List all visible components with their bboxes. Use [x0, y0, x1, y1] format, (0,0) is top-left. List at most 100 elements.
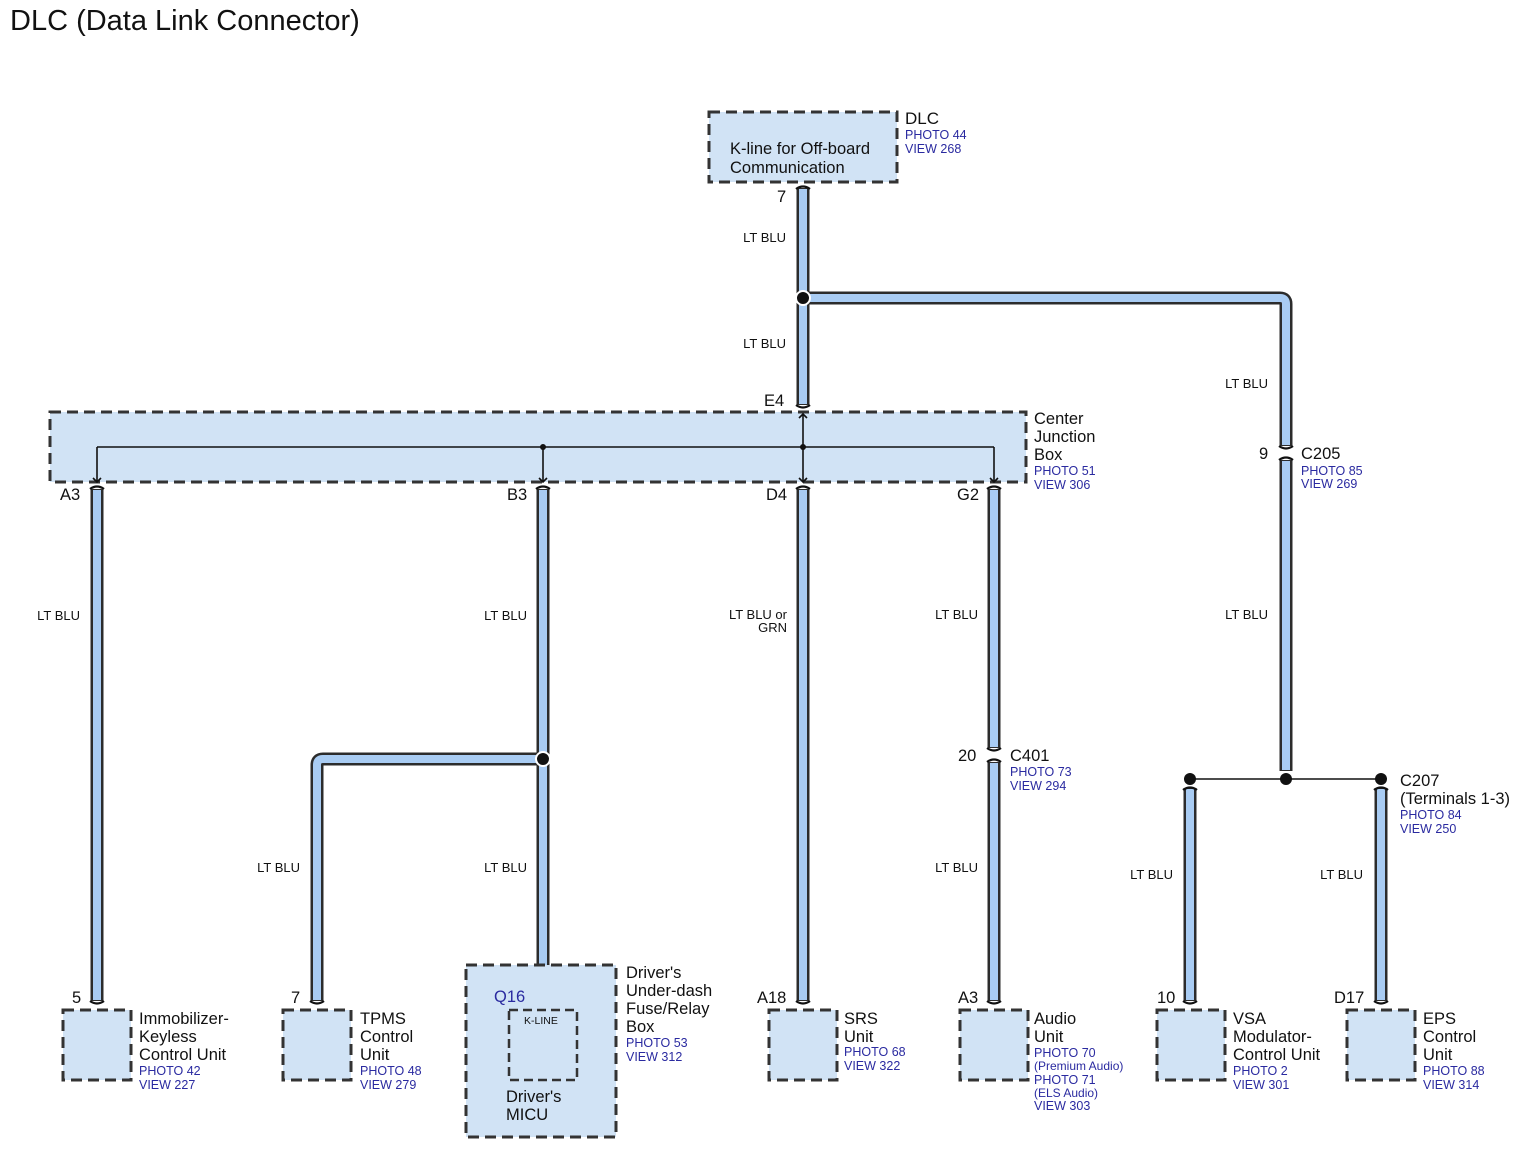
- tpms-box: [281, 1008, 353, 1082]
- component-terminals: [89, 1000, 1389, 1005]
- c401-connector: [986, 747, 1002, 763]
- vsa-label-line3: Control Unit: [1233, 1046, 1321, 1064]
- audio-view-ref: VIEW 303: [1034, 1099, 1090, 1113]
- micu-connector-box: [507, 1008, 579, 1082]
- tpms-label-line3: Unit: [360, 1046, 390, 1064]
- cjb-label-line1: Center: [1034, 410, 1084, 428]
- tpms-view-ref: VIEW 279: [360, 1078, 416, 1092]
- cjb-label-line3: Box: [1034, 446, 1063, 464]
- dlc-photo-ref: PHOTO 44: [905, 128, 967, 142]
- immobilizer-pin: 5: [72, 989, 81, 1007]
- srs-label-line2: Unit: [844, 1028, 874, 1046]
- eps-box: [1345, 1008, 1417, 1082]
- immobilizer-label-line2: Keyless: [139, 1028, 197, 1046]
- vsa-view-ref: VIEW 301: [1233, 1078, 1289, 1092]
- tpms-pin: 7: [291, 989, 300, 1007]
- c401-name: C401: [1010, 747, 1049, 765]
- splice-dot-top: [795, 290, 811, 306]
- c207-photo-ref: PHOTO 84: [1400, 808, 1462, 822]
- wire-label: LT BLU: [1130, 867, 1173, 882]
- audio-note-2: (ELS Audio): [1034, 1086, 1098, 1100]
- eps-label-line1: EPS: [1423, 1010, 1456, 1028]
- fuse-relay-box: [464, 963, 618, 1139]
- wire-label: LT BLU: [1225, 376, 1268, 391]
- vsa-photo-ref: PHOTO 2: [1233, 1064, 1288, 1078]
- wire-label: LT BLU: [743, 336, 786, 351]
- c401-view-ref: VIEW 294: [1010, 779, 1066, 793]
- vsa-label-line1: VSA: [1233, 1010, 1266, 1028]
- fuse-box-photo-ref: PHOTO 53: [626, 1036, 688, 1050]
- tpms-photo-ref: PHOTO 48: [360, 1064, 422, 1078]
- cjb-pin-e4: E4: [764, 392, 784, 410]
- srs-box: [767, 1008, 839, 1082]
- c205-pin: 9: [1259, 445, 1268, 463]
- audio-box: [958, 1008, 1030, 1082]
- cjb-pin-g2: G2: [957, 486, 979, 504]
- dlc-pin: 7: [777, 188, 786, 206]
- eps-label-line2: Control: [1423, 1028, 1476, 1046]
- immobilizer-box: [61, 1008, 133, 1082]
- srs-photo-ref: PHOTO 68: [844, 1045, 906, 1059]
- c207-junction: [1182, 773, 1389, 791]
- wire-label: LT BLU: [484, 860, 527, 875]
- wire-label: LT BLU: [1225, 607, 1268, 622]
- wire-label: LT BLU: [935, 607, 978, 622]
- wire-label: LT BLU: [1320, 867, 1363, 882]
- vsa-box: [1155, 1008, 1227, 1082]
- c205-photo-ref: PHOTO 85: [1301, 464, 1363, 478]
- audio-pin: A3: [958, 989, 978, 1007]
- micu-label-line1: Driver's: [506, 1088, 561, 1106]
- fuse-box-pin: Q16: [494, 988, 525, 1006]
- audio-label-line1: Audio: [1034, 1010, 1076, 1028]
- audio-photo-ref-2: PHOTO 71: [1034, 1073, 1096, 1087]
- wire-label: LT BLU: [257, 860, 300, 875]
- cjb-pin-b3: B3: [507, 486, 527, 504]
- tpms-label-line1: TPMS: [360, 1010, 406, 1028]
- c205-view-ref: VIEW 269: [1301, 477, 1357, 491]
- dlc-label-line1: K-line for Off-board: [730, 140, 870, 158]
- kline-label: K-LINE: [524, 1015, 558, 1027]
- cjb-label-line2: Junction: [1034, 428, 1095, 446]
- eps-label-line3: Unit: [1423, 1046, 1453, 1064]
- c207-name: C207: [1400, 772, 1439, 790]
- srs-pin: A18: [757, 989, 786, 1007]
- vsa-pin: 10: [1157, 989, 1175, 1007]
- dlc-terminal: [795, 185, 811, 190]
- c401-photo-ref: PHOTO 73: [1010, 765, 1072, 779]
- immobilizer-photo-ref: PHOTO 42: [139, 1064, 201, 1078]
- fuse-box-label-line2: Under-dash: [626, 982, 712, 1000]
- wire-fills: [93, 189, 1385, 1000]
- fuse-box-label-line1: Driver's: [626, 964, 681, 982]
- srs-view-ref: VIEW 322: [844, 1059, 900, 1073]
- fuse-box-label-line4: Box: [626, 1018, 655, 1036]
- cjb-terminals: [89, 404, 1002, 490]
- fuse-box-view-ref: VIEW 312: [626, 1050, 682, 1064]
- audio-photo-ref-1: PHOTO 70: [1034, 1046, 1096, 1060]
- wire-label: LT BLU or: [729, 607, 788, 622]
- immobilizer-view-ref: VIEW 227: [139, 1078, 195, 1092]
- eps-view-ref: VIEW 314: [1423, 1078, 1479, 1092]
- cjb-pin-a3: A3: [60, 486, 80, 504]
- immobilizer-label-line1: Immobilizer-: [139, 1010, 229, 1028]
- cjb-internal-bus: [92, 412, 999, 484]
- cjb-pin-d4: D4: [766, 486, 787, 504]
- wire-label: LT BLU: [743, 230, 786, 245]
- micu-label-line2: MICU: [506, 1106, 548, 1124]
- wire-label: GRN: [758, 620, 787, 635]
- page-title: DLC (Data Link Connector): [10, 5, 360, 37]
- cjb-photo-ref: PHOTO 51: [1034, 464, 1096, 478]
- eps-pin: D17: [1334, 989, 1364, 1007]
- wire-label: LT BLU: [935, 860, 978, 875]
- audio-note-1: (Premium Audio): [1034, 1059, 1123, 1073]
- immobilizer-label-line3: Control Unit: [139, 1046, 227, 1064]
- dlc-name: DLC: [905, 109, 939, 128]
- c205-connector: [1278, 445, 1294, 461]
- c207-view-ref: VIEW 250: [1400, 822, 1456, 836]
- vsa-label-line2: Modulator-: [1233, 1028, 1312, 1046]
- dlc-label-line2: Communication: [730, 159, 845, 177]
- c207-terminals: (Terminals 1-3): [1400, 790, 1510, 808]
- eps-photo-ref: PHOTO 88: [1423, 1064, 1485, 1078]
- dlc-view-ref: VIEW 268: [905, 142, 961, 156]
- dlc-box: [707, 110, 899, 184]
- cjb-view-ref: VIEW 306: [1034, 478, 1090, 492]
